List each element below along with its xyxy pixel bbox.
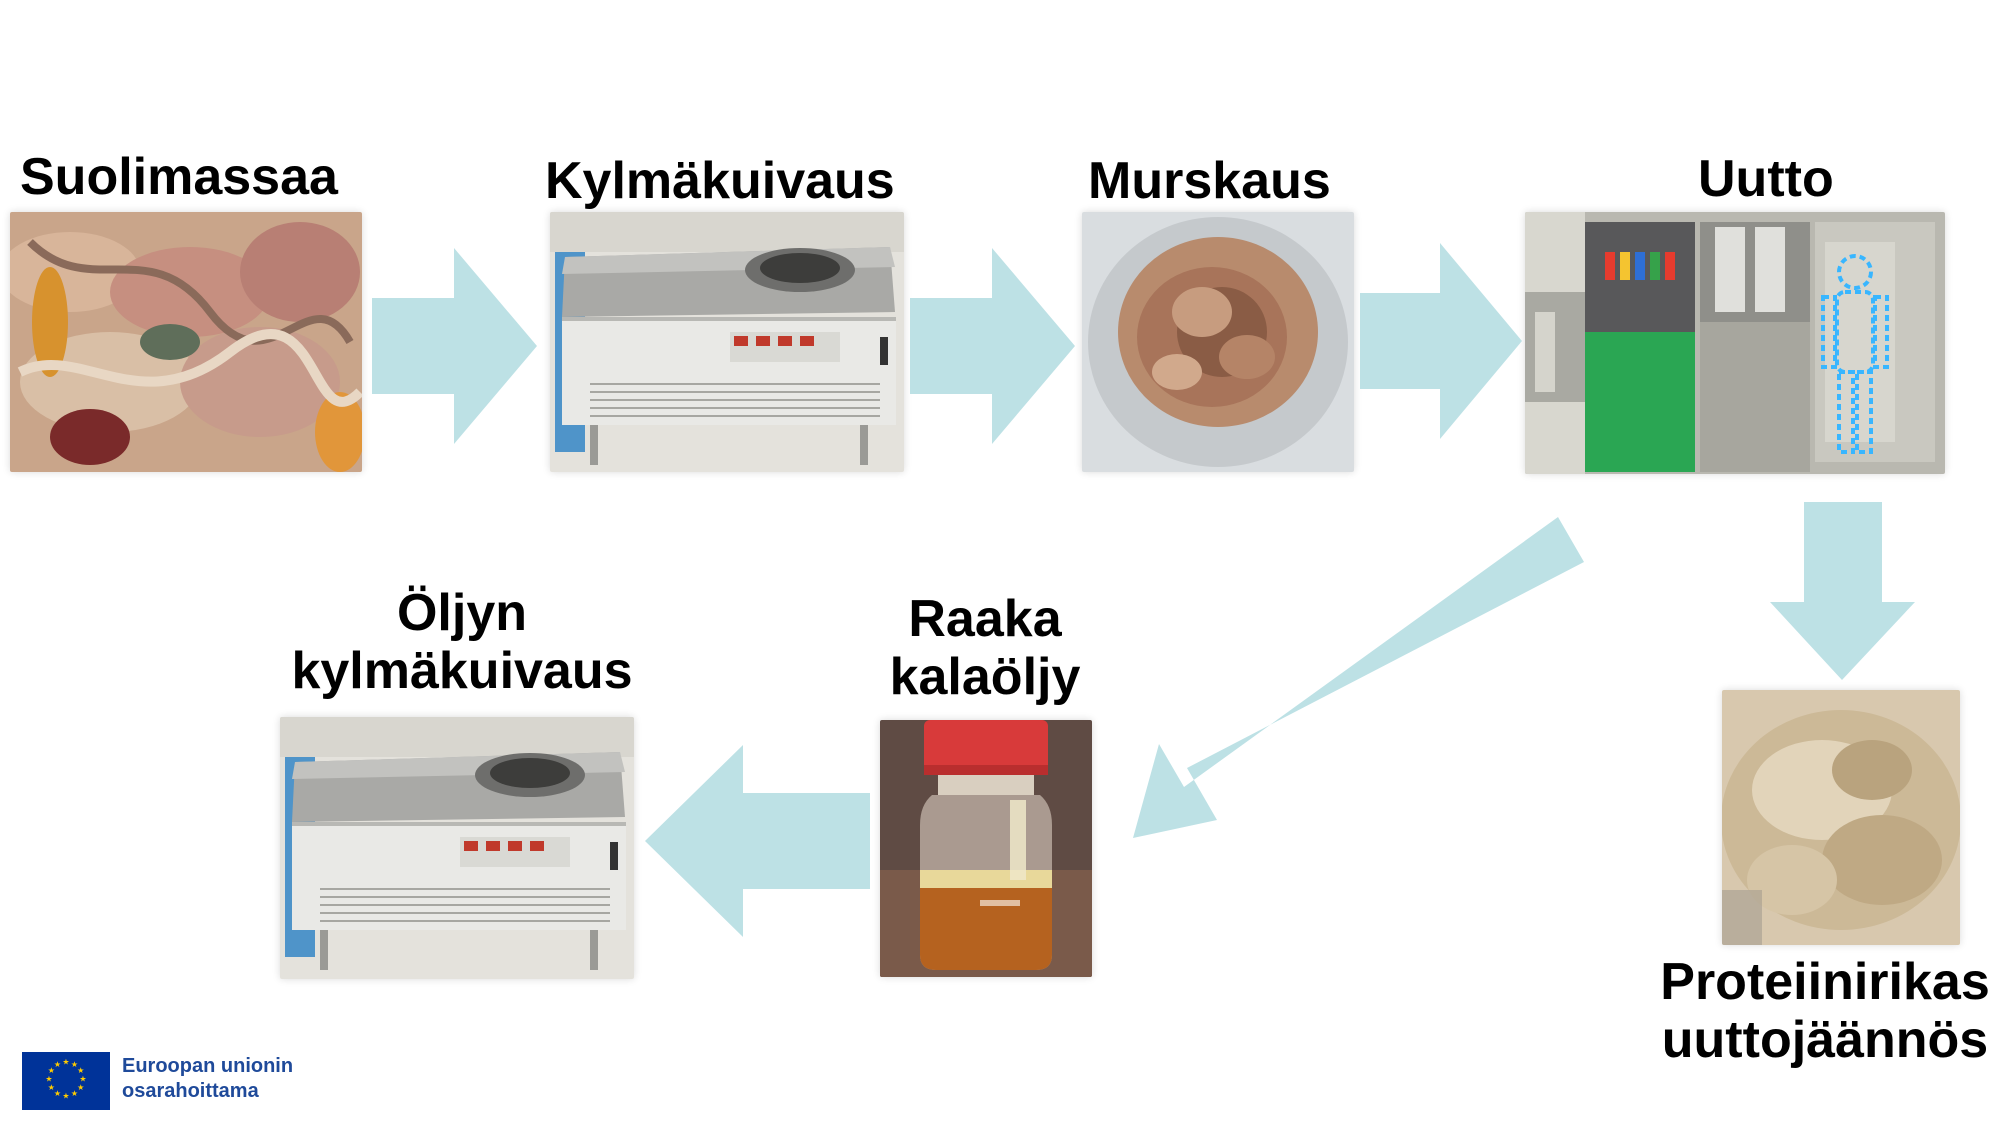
label-proteiinirikas-line2: uuttojäännös <box>1661 1011 1989 1069</box>
svg-text:★: ★ <box>45 1075 52 1084</box>
label-raaka-line1: Raaka <box>908 590 1062 648</box>
svg-text:★: ★ <box>48 1083 55 1092</box>
label-raaka-line2: kalaöljy <box>889 648 1081 706</box>
arrow-right-1 <box>372 248 537 444</box>
svg-text:★: ★ <box>48 1066 55 1075</box>
label-proteiinirikas: Proteiinirikas uuttojäännös <box>1652 953 1998 1069</box>
label-oljyn-kylmakuivaus: Öljyn kylmäkuivaus <box>286 584 638 700</box>
label-oljyn-line1: Öljyn <box>396 584 528 642</box>
label-oljyn-line2: kylmäkuivaus <box>291 642 633 700</box>
label-suolimassaa: Suolimassaa <box>20 148 338 206</box>
svg-text:★: ★ <box>71 1089 78 1098</box>
svg-text:★: ★ <box>62 1058 69 1067</box>
label-proteiinirikas-line1: Proteiinirikas <box>1660 953 1990 1011</box>
photo-raw-fish-oil-bottle <box>880 720 1092 977</box>
eu-funding-text: Euroopan unionin osarahoittama <box>122 1054 293 1104</box>
photo-protein-residue <box>1722 690 1960 945</box>
svg-text:★: ★ <box>77 1066 84 1075</box>
photo-freeze-dryer <box>550 212 904 472</box>
eu-funding-line2: osarahoittama <box>122 1080 259 1102</box>
arrow-right-2 <box>910 248 1075 444</box>
svg-text:★: ★ <box>79 1075 86 1084</box>
svg-text:★: ★ <box>77 1083 84 1092</box>
arrow-down-to-residue <box>1770 502 1915 680</box>
photo-extraction-equipment <box>1525 212 1945 474</box>
label-murskaus: Murskaus <box>1088 152 1331 210</box>
eu-funding-line1: Euroopan unionin <box>122 1055 294 1077</box>
photo-crushed-material <box>1082 212 1354 472</box>
svg-text:★: ★ <box>54 1060 61 1069</box>
arrow-left-to-oil-dry <box>645 745 870 937</box>
svg-text:★: ★ <box>71 1060 78 1069</box>
arrow-right-3 <box>1360 243 1522 439</box>
label-raaka-kalaoljy: Raaka kalaöljy <box>880 590 1090 706</box>
eu-flag-icon: ★ ★ ★ ★ ★ ★ ★ ★ ★ ★ ★ ★ <box>22 1052 110 1110</box>
svg-text:★: ★ <box>62 1092 69 1101</box>
photo-oil-freeze-dryer <box>280 717 634 979</box>
label-kylmakuivaus: Kylmäkuivaus <box>545 152 895 210</box>
label-uutto: Uutto <box>1698 150 1834 208</box>
photo-fish-intestines <box>10 212 362 472</box>
svg-text:★: ★ <box>54 1089 61 1098</box>
